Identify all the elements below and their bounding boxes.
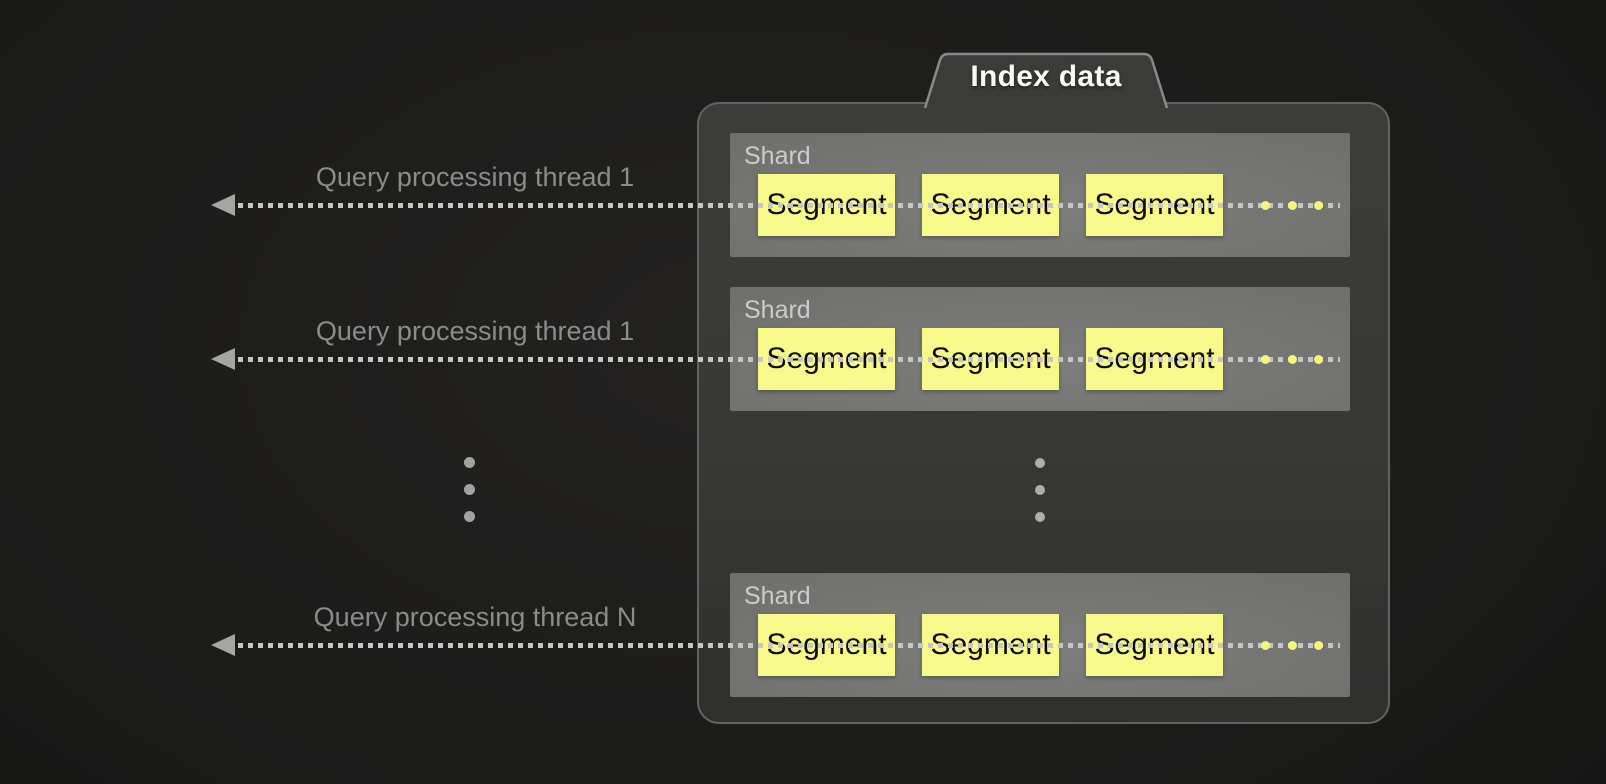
ellipsis-dot [1035, 485, 1045, 495]
tab-shape [923, 52, 1169, 108]
query-dotted-line [228, 203, 1340, 208]
more-segments-dot-icon [1261, 201, 1270, 210]
arrowhead-left-icon [211, 194, 235, 216]
ellipsis-dot [464, 484, 475, 495]
shard-row: Shard Segment Segment Segment [730, 133, 1350, 257]
more-segments-dot-icon [1314, 201, 1323, 210]
shard-label: Shard [744, 142, 811, 170]
ellipsis-dot [464, 457, 475, 468]
more-segments-dot-icon [1314, 641, 1323, 650]
ellipsis-dot [1035, 458, 1045, 468]
index-data-tab: Index data [922, 50, 1170, 108]
query-thread-label: Query processing thread 1 [315, 162, 635, 192]
more-segments-dot-icon [1261, 355, 1270, 364]
shard-label: Shard [744, 296, 811, 324]
panel-title: Index data [970, 60, 1122, 93]
more-segments-dot-icon [1288, 201, 1297, 210]
more-segments-dot-icon [1261, 641, 1270, 650]
arrowhead-left-icon [211, 634, 235, 656]
more-segments-dot-icon [1288, 355, 1297, 364]
query-dotted-line [228, 643, 1340, 648]
query-dotted-line [228, 357, 1340, 362]
ellipsis-dot [464, 511, 475, 522]
more-segments-dot-icon [1314, 355, 1323, 364]
query-thread-label: Query processing thread 1 [315, 316, 635, 346]
shard-label: Shard [744, 582, 811, 610]
ellipsis-dot [1035, 512, 1045, 522]
query-thread-label: Query processing thread N [313, 602, 637, 632]
more-segments-dot-icon [1288, 641, 1297, 650]
arrowhead-left-icon [211, 348, 235, 370]
shard-row: Shard Segment Segment Segment [730, 573, 1350, 697]
shard-row: Shard Segment Segment Segment [730, 287, 1350, 411]
